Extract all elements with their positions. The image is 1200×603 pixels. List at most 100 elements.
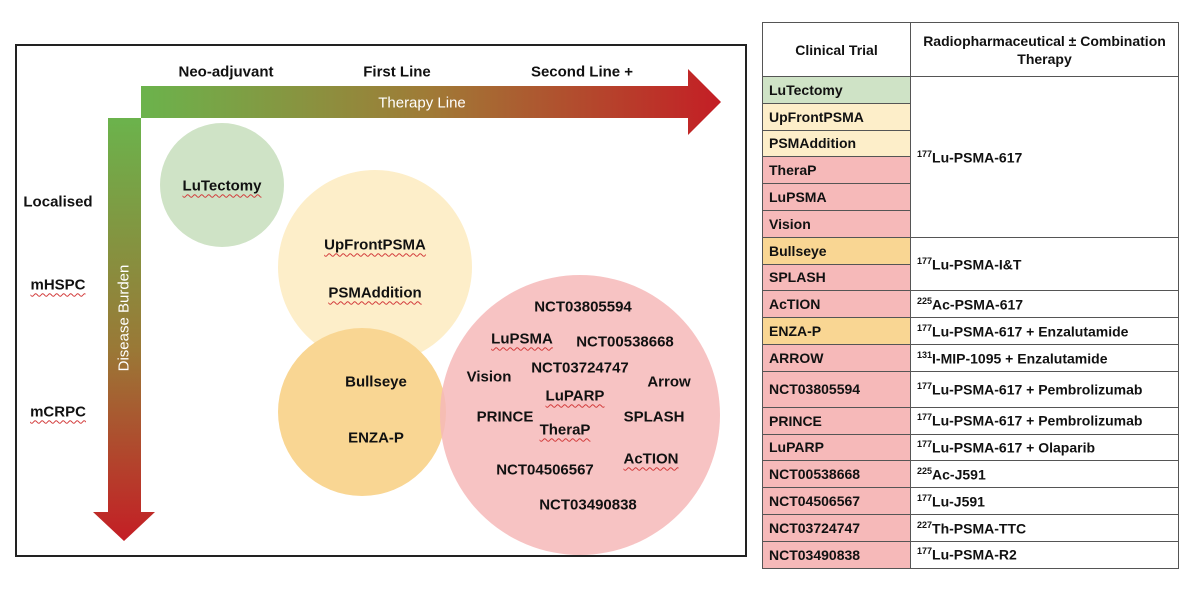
isotope-mass: 225 [917, 295, 933, 306]
therapy-text: Ac-J591 [932, 466, 986, 483]
row-mhspc: mHSPC [30, 276, 86, 294]
therapy-text: Lu-PSMA-617 + Olaparib [932, 439, 1096, 456]
therapy-text: I-MIP-1095 + Enzalutamide [932, 350, 1108, 367]
header-therapy: Radiopharmaceutical ± Combination Therap… [910, 22, 1179, 77]
row-localised: Localised [23, 193, 93, 211]
trial-name-cell: SPLASH [762, 263, 911, 292]
therapy-cell: 177Lu-PSMA-617 + Enzalutamide [910, 317, 1179, 345]
therapy-cell: 177Lu-PSMA-I&T [910, 236, 1179, 292]
therapy-cell: 227Th-PSMA-TTC [910, 513, 1179, 542]
column-second-line: Second Line + [530, 63, 634, 81]
column-first-line: First Line [363, 63, 431, 81]
trial-name-cell: PRINCE [762, 406, 911, 435]
therapy-text: Lu-J591 [932, 493, 985, 510]
isotope-mass: 225 [917, 465, 933, 476]
trial-name-cell: LuPARP [762, 433, 911, 462]
yellow-circle [278, 170, 472, 364]
diagram-trial-therap: TheraP [539, 421, 591, 439]
diagram-trial-nct03490838: NCT03490838 [539, 496, 637, 514]
table-row: TheraP [762, 156, 1179, 185]
table-header-row: Clinical Trial Radiopharmaceutical ± Com… [762, 22, 1179, 77]
row-mcrpc: mCRPC [30, 403, 86, 421]
therapy-cell: 177Lu-J591 [910, 487, 1179, 515]
diagram-trial-lutectomy: LuTectomy [182, 177, 262, 195]
diagram-trial-psmaddition: PSMAddition [328, 284, 422, 302]
therapy-cell: 225Ac-PSMA-617 [910, 290, 1179, 319]
therapy-text: Lu-PSMA-617 + Pembrolizumab [932, 381, 1143, 398]
header-clinical-trial: Clinical Trial [762, 22, 911, 77]
therapy-line-arrow [141, 69, 721, 135]
disease-burden-arrow [93, 118, 155, 541]
isotope-mass: 177 [917, 380, 933, 391]
isotope-mass: 177 [917, 492, 933, 503]
table-row: Vision [762, 209, 1179, 238]
isotope-mass: 227 [917, 519, 933, 530]
trial-name-cell: LuPSMA [762, 183, 911, 211]
orange-circle [278, 328, 446, 496]
diagram-trial-lupsma: LuPSMA [491, 330, 553, 348]
diagram-trial-upfrontpsma: UpFrontPSMA [324, 236, 426, 254]
isotope-mass: 177 [917, 546, 933, 557]
diagram-trial-nct00538668: NCT00538668 [576, 333, 674, 351]
diagram-trial-nct03724747: NCT03724747 [531, 359, 629, 377]
therapy-cell: 225Ac-J591 [910, 460, 1179, 489]
therapy-line-label: Therapy Line [378, 94, 466, 112]
therapy-text: Th-PSMA-TTC [932, 520, 1027, 537]
green-circle [160, 123, 284, 247]
therapy-text: Ac-PSMA-617 [932, 296, 1024, 313]
diagram-trial-prince: PRINCE [476, 408, 534, 426]
diagram-trial-action: AcTION [623, 450, 679, 468]
therapy-cell: 131I-MIP-1095 + Enzalutamide [910, 343, 1179, 372]
isotope-mass: 177 [917, 412, 933, 423]
table-row: PSMAddition [762, 129, 1179, 158]
trial-name-cell: UpFrontPSMA [762, 102, 911, 131]
isotope-mass: 131 [917, 349, 933, 360]
trial-name-cell: PSMAddition [762, 129, 911, 158]
diagram-trial-arrow: Arrow [647, 373, 691, 391]
diagram-trial-splash: SPLASH [623, 408, 685, 426]
trial-name-cell: ENZA-P [762, 317, 911, 345]
diagram-trial-luparp: LuPARP [545, 387, 605, 405]
table-row: LuPARP 177Lu-PSMA-617 + Olaparib [762, 433, 1179, 462]
trial-name-cell: NCT04506567 [762, 487, 911, 515]
table-row: UpFrontPSMA [762, 102, 1179, 131]
isotope-mass: 177 [917, 439, 933, 450]
trial-name-cell: NCT03724747 [762, 513, 911, 542]
therapy-cell: 177Lu-PSMA-617 [910, 76, 1179, 238]
therapy-text: Lu-PSMA-617 + Enzalutamide [932, 323, 1129, 340]
trial-name-cell: LuTectomy [762, 76, 911, 104]
therapy-text: Lu-PSMA-R2 [932, 546, 1017, 563]
trial-name-cell: TheraP [762, 156, 911, 185]
trial-name-cell: Vision [762, 209, 911, 238]
pink-circle [440, 275, 720, 555]
therapy-cell: 177Lu-PSMA-617 + Pembrolizumab [910, 370, 1179, 408]
therapy-text: Lu-PSMA-617 + Pembrolizumab [932, 412, 1143, 429]
clinical-trial-table: Clinical Trial Radiopharmaceutical ± Com… [762, 22, 1179, 569]
therapy-cell: 177Lu-PSMA-617 + Pembrolizumab [910, 406, 1179, 435]
table-row: LuPSMA [762, 183, 1179, 211]
disease-burden-label: Disease Burden [115, 264, 133, 372]
trial-name-cell: AcTION [762, 290, 911, 319]
therapy-text: Lu-PSMA-I&T [932, 256, 1022, 273]
trial-name-cell: Bullseye [762, 236, 911, 265]
therapy-text: Lu-PSMA-617 [932, 149, 1023, 166]
isotope-mass: 177 [917, 322, 933, 333]
column-neo-adjuvant: Neo-adjuvant [178, 63, 274, 81]
diagram-trial-nct04506567: NCT04506567 [496, 461, 594, 479]
diagram-trial-enza-p: ENZA-P [348, 429, 404, 447]
therapy-cell: 177Lu-PSMA-R2 [910, 540, 1179, 569]
trial-name-cell: NCT03490838 [762, 540, 911, 569]
diagram-trial-bullseye: Bullseye [345, 373, 407, 391]
